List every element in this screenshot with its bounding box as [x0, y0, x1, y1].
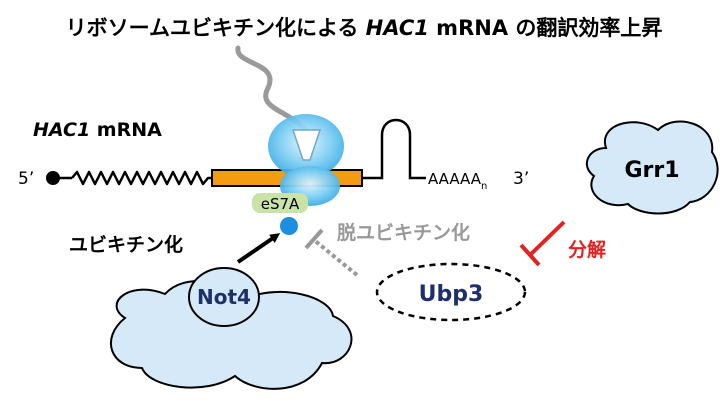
es7a-box [252, 193, 308, 213]
ribosome-tunnel [291, 129, 322, 161]
stem-loop [362, 118, 426, 180]
deubiquitination-label: 脱ユビキチン化 [337, 221, 470, 244]
poly-a-tail: AAAAAn [428, 170, 487, 192]
not4-label: Not4 [197, 285, 251, 309]
ubp3-label: Ubp3 [419, 282, 484, 307]
five-prime-label: 5’ [18, 169, 34, 189]
poly-a-subscript: n [481, 181, 487, 192]
ubiquitination-label: ユビキチン化 [69, 233, 183, 256]
not4-complex: Not4 [109, 267, 353, 390]
degradation-inhibition-line [528, 220, 566, 257]
grr1-label: Grr1 [624, 158, 679, 183]
mrna-gene: HAC1 [33, 119, 90, 141]
degradation-inhibition-bar [519, 243, 541, 267]
utr-zigzag [71, 170, 214, 186]
deubiquitination-inhibition-bar [304, 228, 324, 250]
es7a-label: eS7A [261, 195, 300, 213]
ubp3-ellipse [375, 262, 527, 322]
not4-bubble [188, 267, 260, 327]
ubiquitination-arrow [236, 233, 281, 264]
title-part2: mRNA の翻訳効率上昇 [429, 16, 663, 40]
ubiquitin-dot [280, 217, 298, 235]
grr1-cloud [585, 120, 719, 215]
mrna-label: HAC1 mRNA [33, 119, 162, 141]
not4-cloud [109, 280, 353, 390]
title-gene: HAC1 [366, 16, 429, 40]
deubiquitination-inhibition-line [312, 238, 359, 277]
title-part1: リボソームユビキチン化による [66, 16, 366, 40]
grr1-complex: Grr1 [585, 120, 719, 215]
degradation-label: 分解 [568, 238, 606, 261]
mrna-suffix: mRNA [90, 119, 162, 141]
three-prime-label: 3’ [513, 169, 529, 189]
title: リボソームユビキチン化による HAC1 mRNA の翻訳効率上昇 [66, 16, 663, 40]
ribosome: eS7A [252, 114, 344, 235]
poly-a: AAAAA [428, 170, 482, 188]
